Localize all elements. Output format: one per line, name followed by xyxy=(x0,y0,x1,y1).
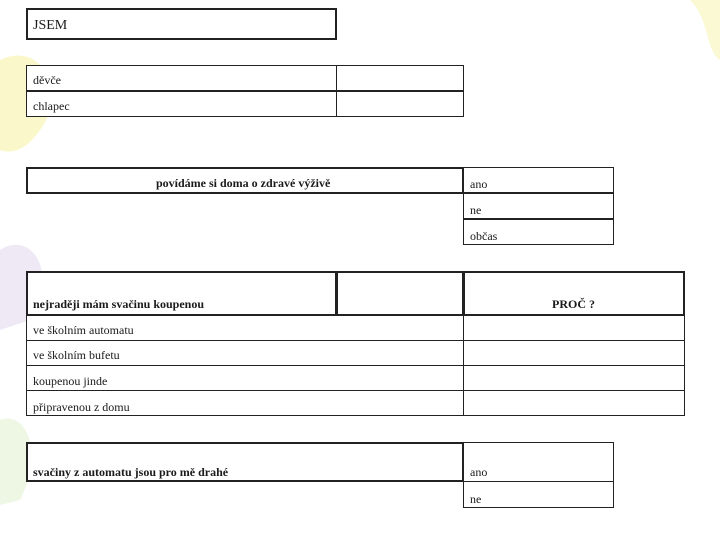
q2-why-cell-4[interactable] xyxy=(463,390,685,416)
q2-why-box xyxy=(463,271,685,316)
q1-answer-cell-2[interactable] xyxy=(463,193,614,219)
q2-option-cell-1 xyxy=(26,315,464,341)
gender-label-cell-2 xyxy=(26,91,337,117)
q2-question: nejraději mám svačinu koupenou xyxy=(33,297,205,311)
gender-option-boy: chlapec xyxy=(33,99,70,113)
q3-question-box xyxy=(26,442,464,482)
jsem-header-box xyxy=(26,8,337,40)
gender-label-cell-1 xyxy=(26,65,337,91)
q1-question: povídáme si doma o zdravé výživě xyxy=(156,176,331,190)
q2-option-elsewhere: koupenou jinde xyxy=(33,374,108,388)
q2-middle-box xyxy=(336,271,464,316)
gender-option-girl: děvče xyxy=(33,73,61,87)
q3-answer-no: ne xyxy=(470,492,482,506)
q1-answer-sometimes: občas xyxy=(470,229,498,243)
q3-question: svačiny z automatu jsou pro mě drahé xyxy=(33,465,229,479)
q2-why-cell-1[interactable] xyxy=(463,315,685,341)
q2-option-home: připravenou z domu xyxy=(33,400,130,414)
q1-answer-cell-1[interactable] xyxy=(463,167,614,193)
q3-answer-cell-1[interactable] xyxy=(463,442,614,482)
q1-answer-cell-3[interactable] xyxy=(463,219,614,245)
q1-answer-no: ne xyxy=(470,203,482,217)
q2-option-cell-3 xyxy=(26,365,464,391)
q2-why-cell-2[interactable] xyxy=(463,340,685,366)
q2-why-label: PROČ ? xyxy=(552,297,595,311)
q3-answer-cell-2[interactable] xyxy=(463,481,614,508)
gender-checkbox-cell-2[interactable] xyxy=(336,91,464,117)
q3-answer-yes: ano xyxy=(470,465,488,479)
jsem-title: JSEM xyxy=(33,18,68,33)
q2-option-bufet: ve školním bufetu xyxy=(33,348,120,362)
q1-question-box xyxy=(26,167,464,194)
q2-option-cell-4 xyxy=(26,390,464,416)
q2-why-cell-3[interactable] xyxy=(463,365,685,391)
q2-option-automat: ve školním automatu xyxy=(33,323,134,337)
gender-checkbox-cell-1[interactable] xyxy=(336,65,464,91)
q2-question-box xyxy=(26,271,337,316)
q1-answer-yes: ano xyxy=(470,177,488,191)
